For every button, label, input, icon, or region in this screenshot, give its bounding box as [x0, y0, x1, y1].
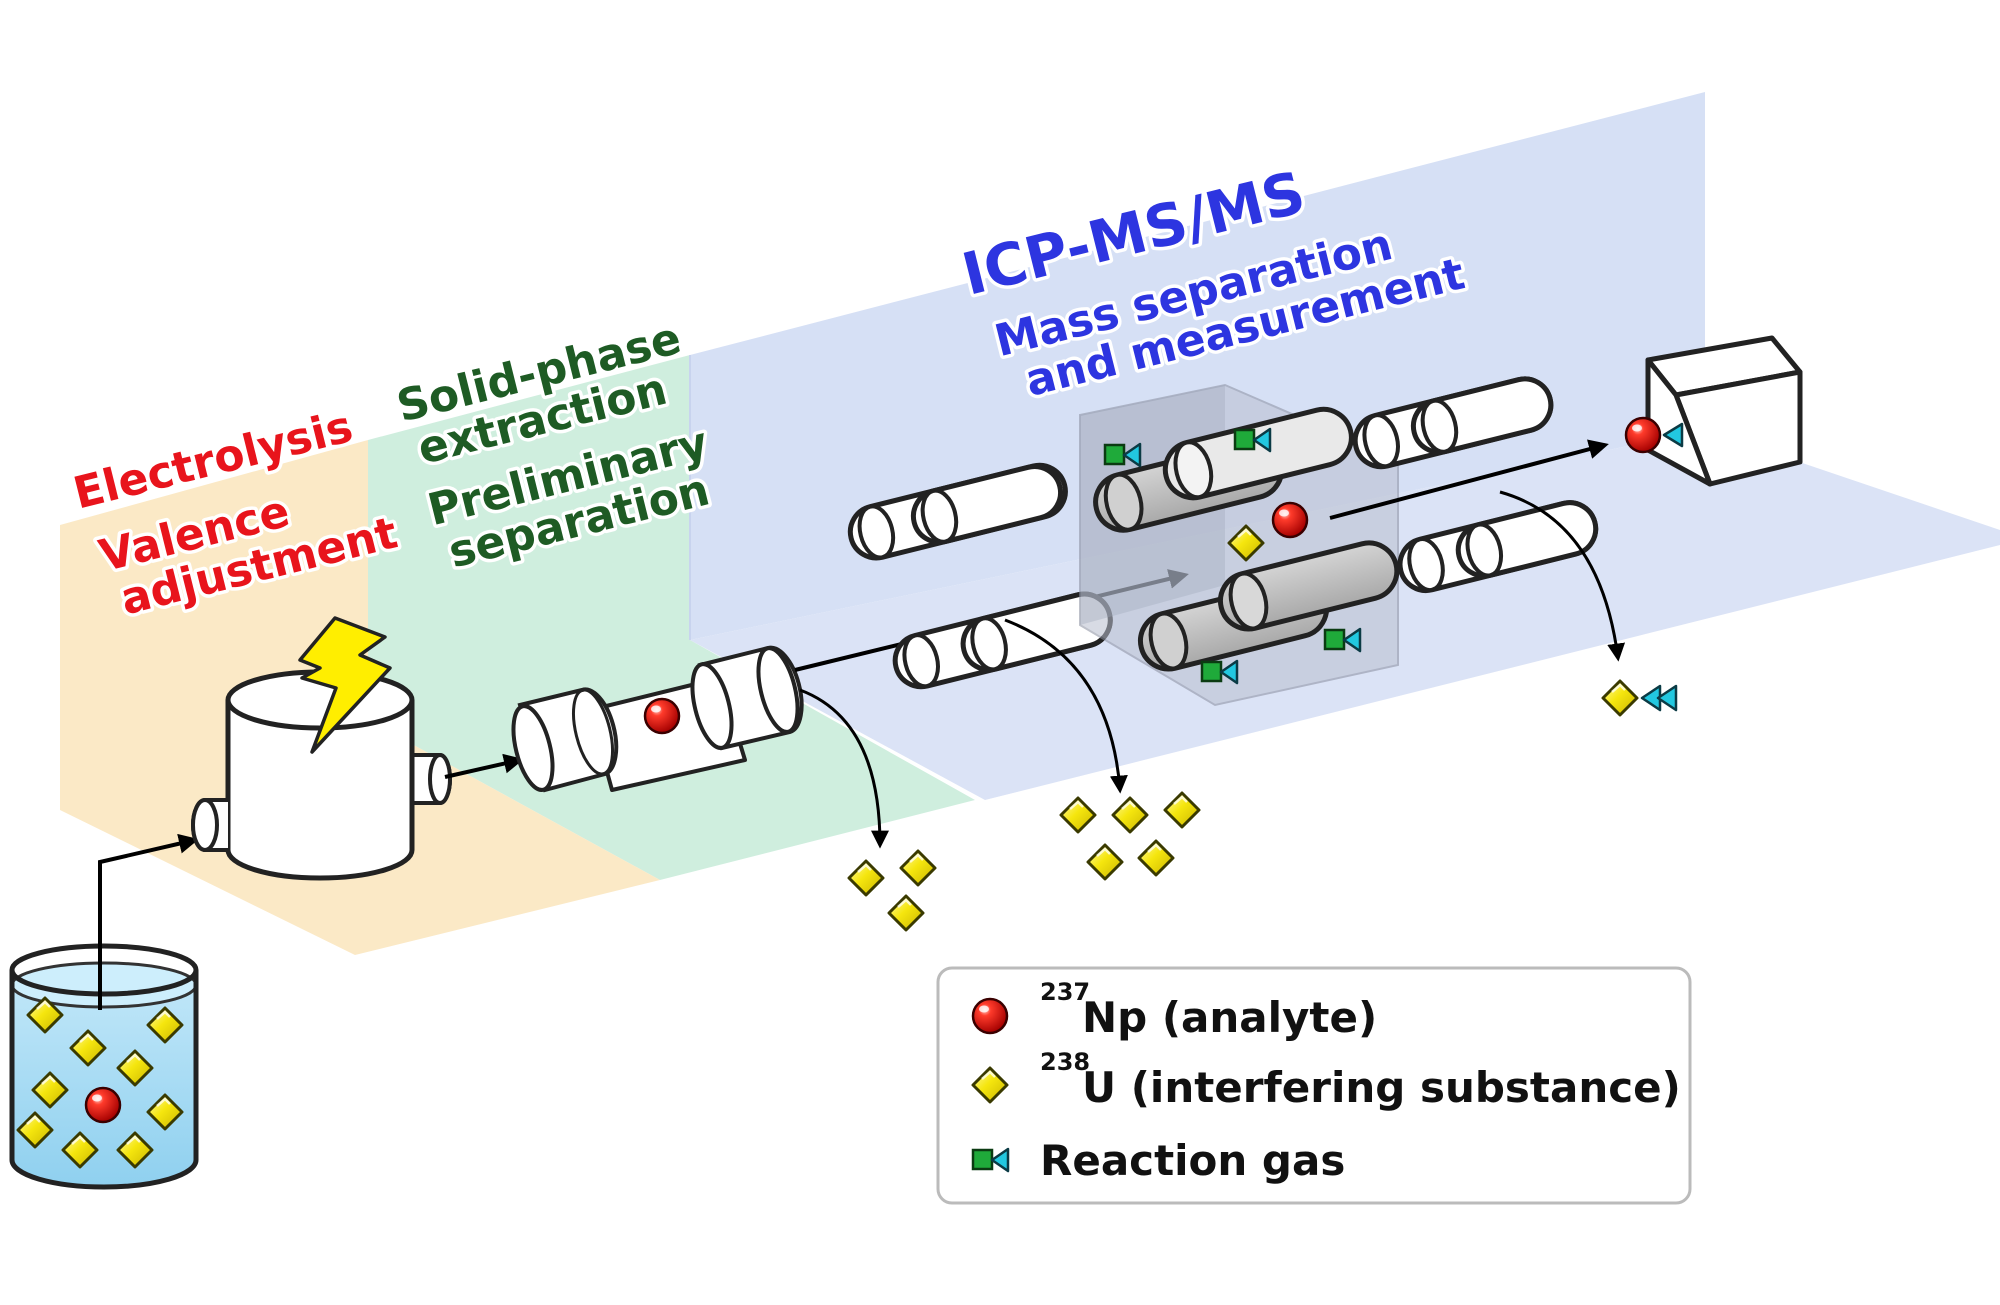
np-particle	[643, 697, 681, 735]
cell-to-column-arrow	[444, 753, 524, 779]
reaction-gas-particle	[1200, 659, 1239, 685]
np-particle	[1624, 416, 1662, 454]
detector	[1624, 335, 1803, 487]
q1-waste-u	[1059, 791, 1201, 881]
legend-np-icon	[971, 997, 1009, 1035]
reaction-cell	[1079, 383, 1400, 707]
legend-u-text: U (interfering substance)	[1082, 1063, 1681, 1112]
legend-np-mass: 237	[1040, 978, 1090, 1006]
legend: 237 Np (analyte) 238 U (interfering subs…	[936, 966, 1692, 1205]
electrolysis-cell	[191, 616, 452, 881]
spe-waste-arrow	[799, 688, 889, 849]
spe-column	[511, 645, 804, 793]
reaction-gas-particle	[1233, 427, 1272, 453]
spe-waste-u	[847, 849, 937, 932]
quadrupole-q2	[1352, 376, 1599, 594]
reaction-gas-particle	[1103, 442, 1142, 468]
lightning-icon	[298, 616, 392, 754]
legend-u-mass: 238	[1040, 1048, 1090, 1076]
q2-waste-product	[1601, 679, 1678, 717]
legend-np-text: Np (analyte)	[1082, 993, 1377, 1042]
np-particle	[1271, 501, 1309, 539]
sample-flow-arrow	[98, 833, 199, 1010]
q1-waste-arrow	[1004, 618, 1128, 794]
q2-to-detector-arrow	[1329, 439, 1609, 520]
electrolysis-label: Electrolysis Valence adjustment	[65, 398, 406, 629]
np-particle	[84, 1086, 122, 1124]
q2-waste-arrow	[1499, 490, 1626, 662]
icp-label: ICP-MS/MS Mass separation and measuremen…	[952, 155, 1473, 411]
spe-label: Solid-phase extraction Preliminary separ…	[388, 309, 718, 582]
legend-gas-text: Reaction gas	[1040, 1136, 1345, 1185]
reaction-gas-particle	[1323, 627, 1362, 653]
legend-gas-icon	[971, 1147, 1010, 1173]
sample-beaker	[9, 943, 199, 1190]
